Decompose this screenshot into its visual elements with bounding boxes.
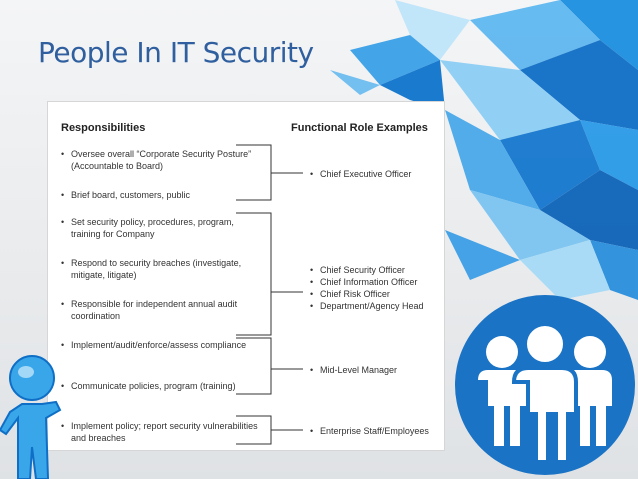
bracket-connectors [236,144,303,445]
role-item: Chief Security Officer [310,264,444,276]
slide-title: People In IT Security [38,36,314,69]
role-item: Department/Agency Head [310,300,444,312]
responsibility-item: Implement/audit/enforce/assess complianc… [61,339,259,351]
responsibility-item: Brief board, customers, public [61,189,259,201]
people-group-icon [455,295,635,475]
role-item: Chief Executive Officer [310,168,444,180]
responsibility-item: Communicate policies, program (training) [61,380,259,392]
responsibilities-header: Responsibilities [61,122,146,134]
responsibility-item: Respond to security breaches (investigat… [61,257,259,281]
person-figure-icon [0,355,62,479]
role-item: Chief Risk Officer [310,288,444,300]
responsibility-role-table: Responsibilities Functional Role Example… [47,101,445,451]
responsibility-item: Oversee overall “Corporate Security Post… [61,148,259,172]
responsibility-item: Set security policy, procedures, program… [61,216,259,240]
role-item: Enterprise Staff/Employees [310,425,444,437]
responsibility-item: Responsible for independent annual audit… [61,298,259,322]
roles-header: Functional Role Examples [291,122,428,134]
role-item: Mid-Level Manager [310,364,444,376]
responsibility-item: Implement policy; report security vulner… [61,420,259,444]
role-item: Chief Information Officer [310,276,444,288]
